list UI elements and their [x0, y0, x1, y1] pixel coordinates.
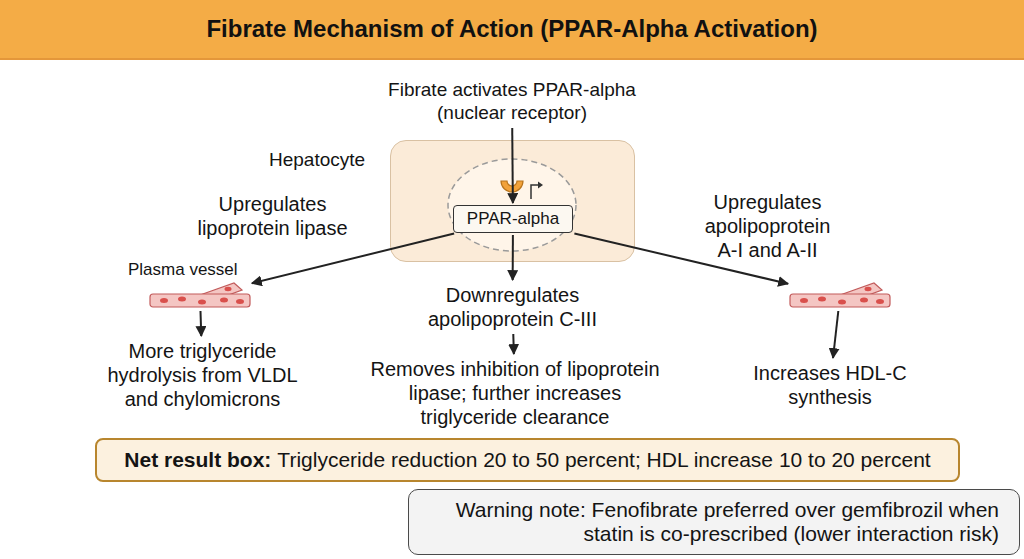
- node-text: More triglyceride hydrolysis from VLDL a…: [95, 339, 310, 411]
- edge-label: Upregulates lipoprotein lipase: [190, 192, 355, 240]
- effect-text: Removes inhibition of lipoprotein lipase…: [365, 356, 665, 430]
- node-text: Removes inhibition of lipoprotein lipase…: [365, 357, 665, 429]
- node-text: Fibrate activates PPAR-alpha (nuclear re…: [377, 79, 647, 125]
- receptor-symbol: [501, 181, 523, 192]
- transcription-arrowhead: [538, 182, 543, 189]
- effect-text: Increases HDL-C synthesis: [745, 360, 915, 410]
- node-text: Warning note: Fenofibrate preferred over…: [431, 498, 999, 546]
- node-text: Hepatocyte: [269, 149, 381, 171]
- effect-text: More triglyceride hydrolysis from VLDL a…: [95, 338, 310, 412]
- title-banner: Fibrate Mechanism of Action (PPAR-Alpha …: [0, 0, 1024, 60]
- diagram-title: Fibrate Mechanism of Action (PPAR-Alpha …: [0, 0, 1024, 58]
- plasma-vessel: [790, 283, 890, 309]
- hepatocyte-cell: HepatocytePPAR-alpha: [390, 140, 635, 262]
- effect-text: Downregulates apolipoprotein C-III: [420, 282, 605, 332]
- node-text: Plasma vessel: [128, 260, 278, 280]
- vessel-illustration: [150, 283, 250, 309]
- receptor-box: PPAR-alpha: [453, 205, 573, 233]
- node-text: Triglyceride reduction 20 to 50 percent;…: [277, 448, 930, 471]
- node-text: Net result box:: [124, 448, 271, 471]
- arrow-connector: [833, 311, 838, 358]
- arrow-connector: [199, 311, 202, 336]
- nucleus-outline: [448, 159, 576, 251]
- nucleus-illustration: [391, 141, 636, 263]
- warning-box: Warning note: Fenofibrate preferred over…: [408, 489, 1020, 555]
- plasma-vessel: Plasma vessel: [150, 283, 250, 309]
- arrow-connector: [512, 334, 515, 354]
- edge-label: Upregulates apolipoprotein A-I and A-II: [695, 190, 840, 262]
- result-box: Net result box: Triglyceride reduction 20…: [95, 438, 960, 482]
- node-text: Increases HDL-C synthesis: [745, 361, 915, 409]
- node-text: Downregulates apolipoprotein C-III: [420, 283, 605, 331]
- node-text: PPAR-alpha: [454, 206, 572, 231]
- trigger-text: Fibrate activates PPAR-alpha (nuclear re…: [377, 78, 647, 126]
- vessel-illustration: [790, 283, 890, 309]
